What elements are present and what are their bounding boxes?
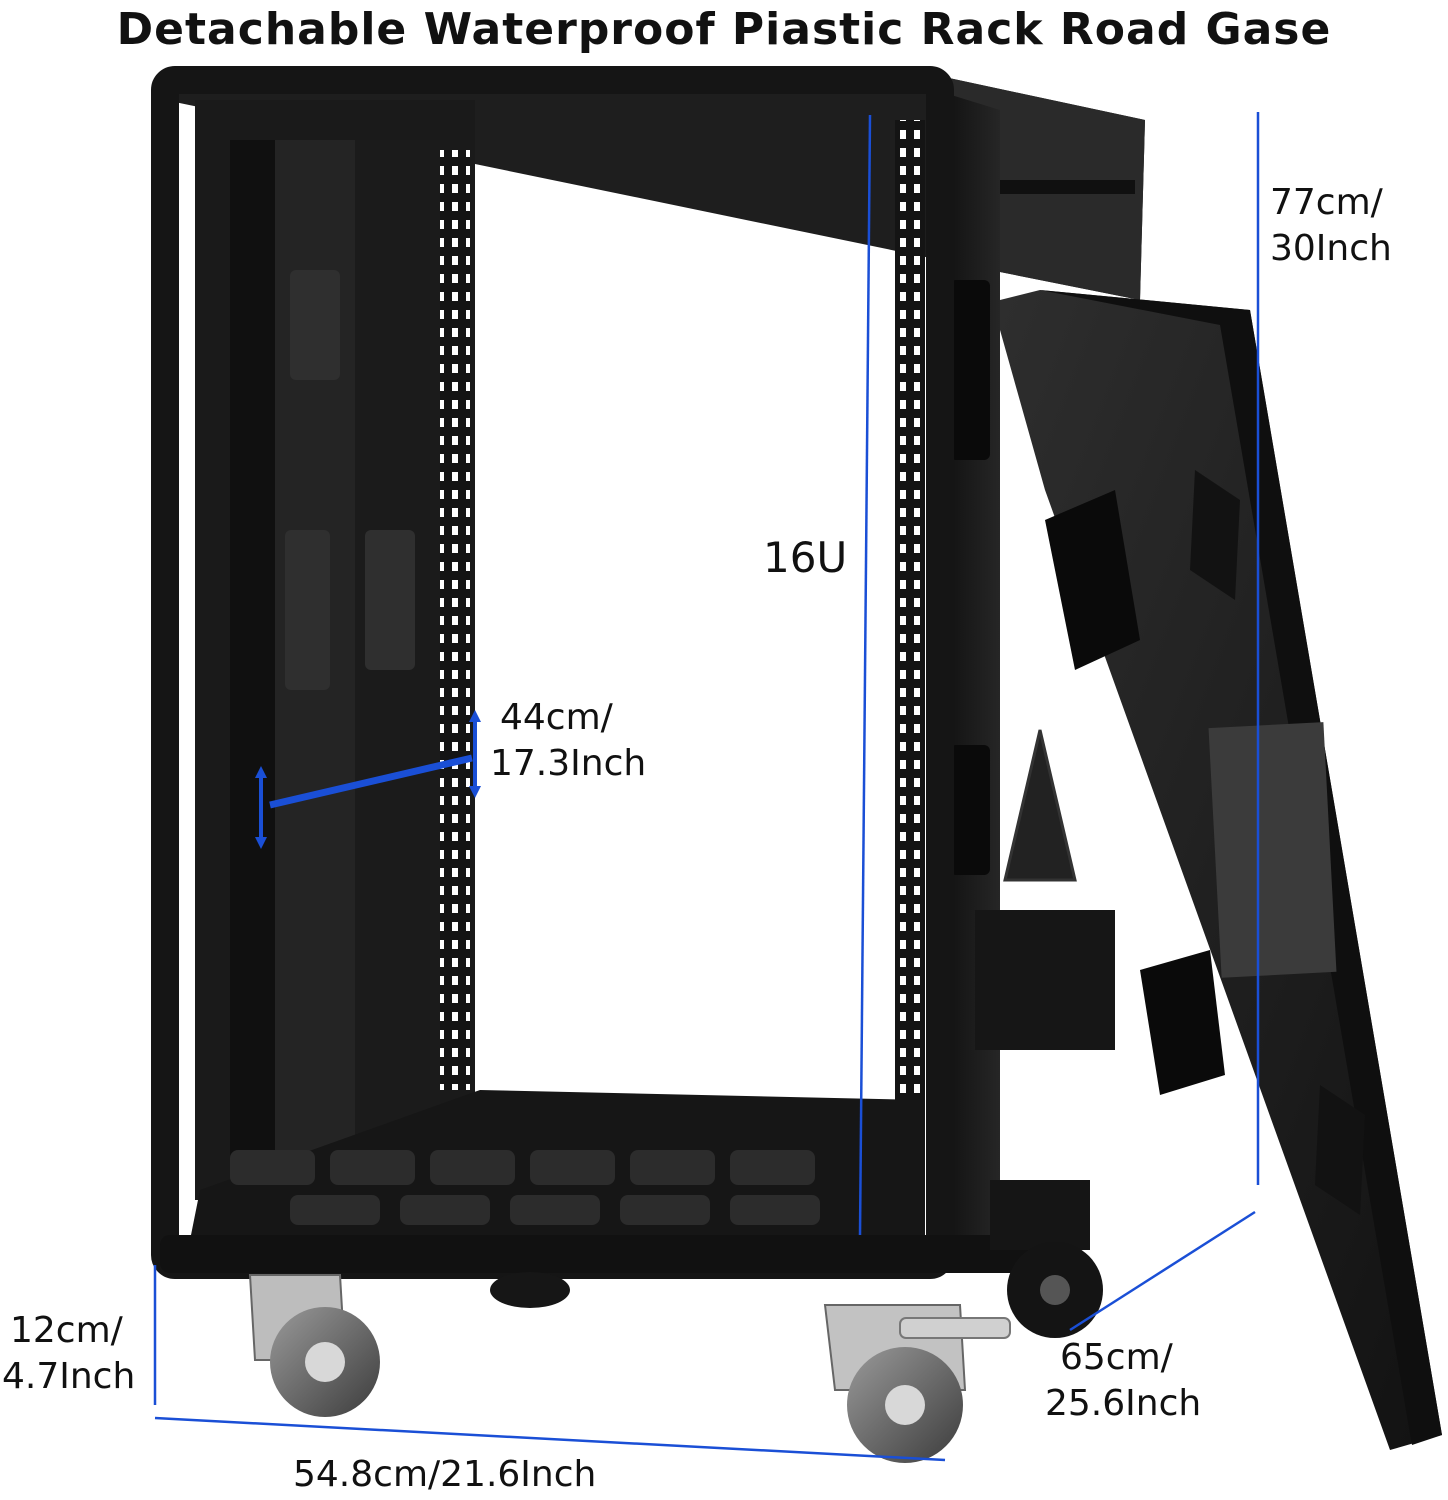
depth-label-cm: 65cm/ (1060, 1337, 1173, 1378)
rack-units-label: 16U (763, 533, 848, 582)
caster-height-label: 12cm/ 4.7Inch (2, 1308, 135, 1400)
case-front-frame (151, 66, 954, 1279)
depth-dimension-line (1069, 1210, 1256, 1332)
rack-units-dimension-line (858, 114, 872, 1236)
depth-label-inch: 25.6Inch (1045, 1383, 1202, 1424)
width-label: 54.8cm/21.6Inch (293, 1454, 597, 1495)
caster-wheel-front-left (248, 1274, 380, 1417)
detached-lid (1000, 290, 1442, 1450)
width-dimension-line (154, 1416, 946, 1462)
dimension-lines (153, 112, 1260, 1462)
height-label: 77cm/ 30Inch (1270, 180, 1392, 272)
caster-wheel-rear (490, 1242, 1103, 1338)
case-floor (190, 1090, 925, 1240)
rail-width-arrow (255, 710, 481, 849)
caster-height-label-cm: 12cm/ (10, 1310, 123, 1351)
depth-label: 65cm/ 25.6Inch (1045, 1335, 1201, 1427)
product-title: Detachable Waterproof Piastic Rack Road … (116, 4, 1332, 55)
rail-width-label-inch: 17.3Inch (490, 743, 647, 784)
caster-wheel-front-right (823, 1304, 1011, 1463)
caster-base (160, 1180, 1090, 1273)
rail-width-label-cm: 44cm/ (500, 697, 613, 738)
rail-width-label: 44cm/ 17.3Inch (490, 695, 646, 787)
height-label-cm: 77cm/ (1270, 182, 1383, 223)
height-label-inch: 30Inch (1270, 228, 1392, 269)
caster-height-label-inch: 4.7Inch (2, 1356, 136, 1397)
